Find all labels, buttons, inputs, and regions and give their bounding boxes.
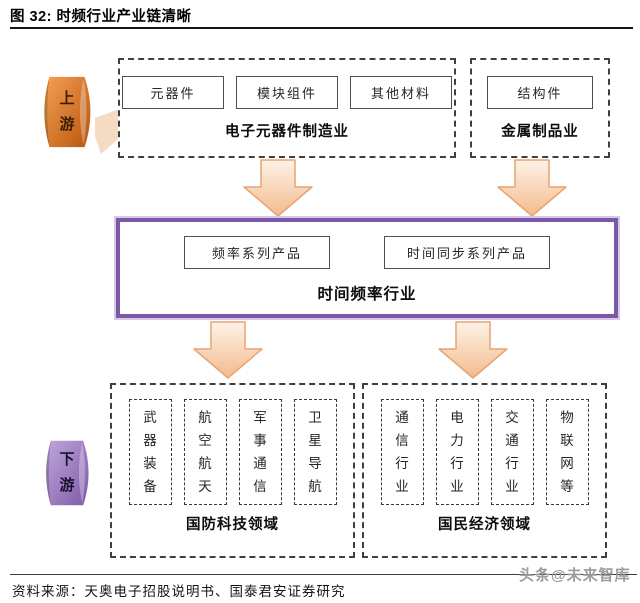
group-defense-tech: 武器装备 航空航天 军事通信 卫星导航 国防科技领域 — [110, 383, 355, 558]
down-arrow-icon — [243, 159, 313, 217]
figure-title: 图 32: 时频行业产业链清晰 — [10, 9, 192, 25]
item-time-sync-products: 时间同步系列产品 — [384, 236, 550, 269]
downstream-stage-label: 下游 — [59, 451, 75, 494]
defense-group-label: 国防科技领域 — [186, 517, 279, 533]
item-military-comms: 军事通信 — [238, 399, 282, 505]
metal-group-label: 金属制品业 — [501, 124, 579, 140]
item-module-assemblies: 模块组件 — [236, 76, 338, 109]
item-frequency-products: 频率系列产品 — [184, 236, 330, 269]
electronics-items-row: 元器件 模块组件 其他材料 — [122, 76, 452, 109]
midstream-products-row: 频率系列产品 时间同步系列产品 — [184, 236, 550, 269]
watermark: 头条@未来智库 — [519, 567, 631, 584]
down-arrow-icon — [438, 321, 508, 379]
downstream-stage-badge: 下游 — [36, 438, 98, 508]
item-components-label: 元器件 — [150, 86, 196, 101]
scroll-ribbon-icon — [46, 440, 89, 506]
upstream-stage-badge: 上游 — [36, 74, 98, 150]
item-frequency-products-label: 频率系列产品 — [211, 246, 302, 261]
group-metal-products: 结构件 金属制品业 — [470, 58, 610, 158]
item-structural-parts-label: 结构件 — [517, 86, 563, 101]
source-divider — [10, 574, 637, 575]
scroll-ribbon-icon — [44, 76, 91, 148]
item-power-industry: 电力行业 — [435, 399, 479, 505]
economy-group-label: 国民经济领域 — [438, 517, 531, 533]
metal-items-row: 结构件 — [487, 76, 593, 109]
item-structural-parts: 结构件 — [487, 76, 593, 109]
group-time-frequency-industry: 频率系列产品 时间同步系列产品 时间频率行业 — [116, 218, 618, 318]
item-weapons-equipment: 武器装备 — [128, 399, 172, 505]
item-other-materials-label: 其他材料 — [370, 86, 431, 101]
item-module-assemblies-label: 模块组件 — [256, 86, 317, 101]
group-electronics-manufacturing: 元器件 模块组件 其他材料 电子元器件制造业 — [118, 58, 456, 158]
down-arrow-icon — [193, 321, 263, 379]
item-transport-industry: 交通行业 — [490, 399, 534, 505]
item-telecom-industry: 通信行业 — [380, 399, 424, 505]
item-components: 元器件 — [122, 76, 224, 109]
midstream-group-label: 时间频率行业 — [317, 286, 417, 303]
item-other-materials: 其他材料 — [350, 76, 452, 109]
economy-items-row: 通信行业 电力行业 交通行业 物联网等 — [380, 399, 589, 505]
item-satellite-navigation: 卫星导航 — [293, 399, 337, 505]
electronics-group-label: 电子元器件制造业 — [225, 124, 349, 140]
item-iot-etc: 物联网等 — [545, 399, 589, 505]
title-divider — [10, 27, 633, 29]
down-arrow-icon — [497, 159, 567, 217]
source-note: 资料来源：天奥电子招股说明书、国泰君安证券研究 — [12, 584, 346, 599]
item-aerospace: 航空航天 — [183, 399, 227, 505]
upstream-stage-label: 上游 — [59, 90, 75, 133]
defense-items-row: 武器装备 航空航天 军事通信 卫星导航 — [128, 399, 337, 505]
group-national-economy: 通信行业 电力行业 交通行业 物联网等 国民经济领域 — [362, 383, 607, 558]
item-time-sync-products-label: 时间同步系列产品 — [406, 246, 527, 261]
